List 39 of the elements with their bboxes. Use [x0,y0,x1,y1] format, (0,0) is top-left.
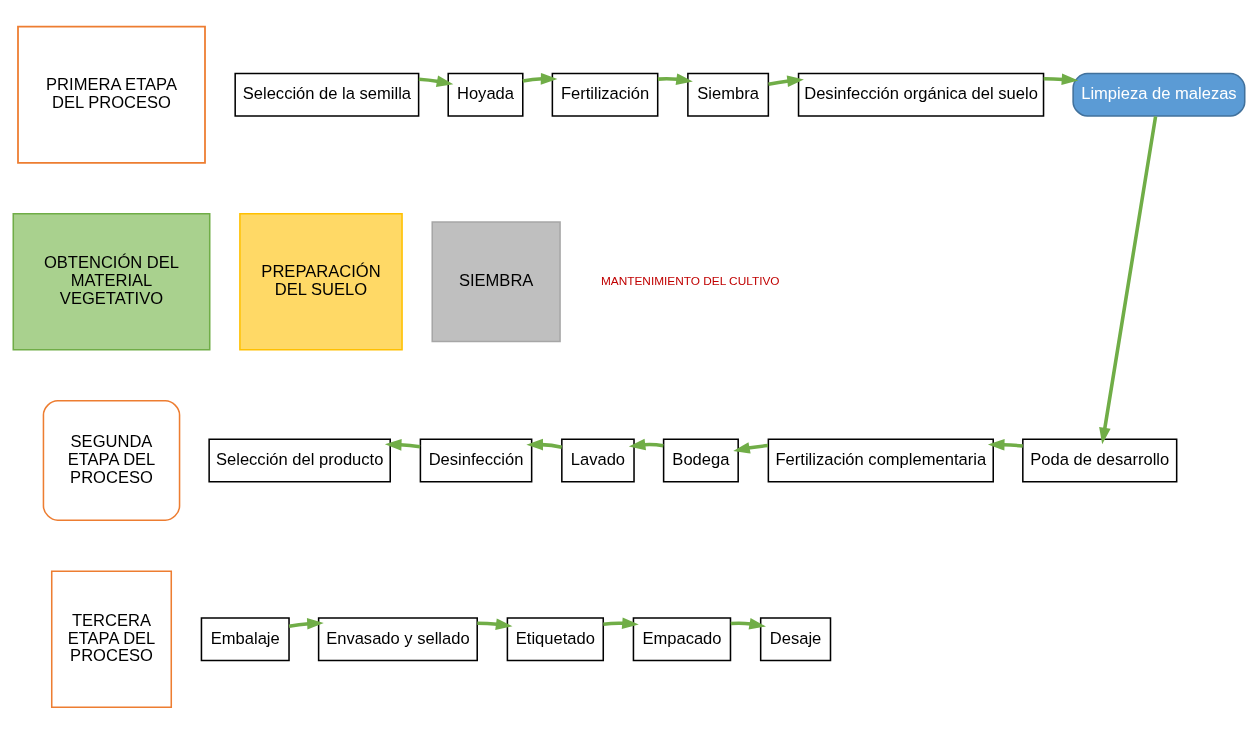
arrow [384,438,421,451]
arrow [603,616,639,629]
node-box: Lavado [561,437,635,483]
node-box: Etiquetado [506,616,605,661]
label: MANTENIMIENTO DEL CULTIVO [600,273,780,288]
arrow [526,438,563,450]
node-box: SEGUNDA ETAPA DEL PROCESO [42,399,181,521]
node-box: Selección del producto [208,437,391,483]
node-box: Fertilización complementaria [767,437,994,483]
node-box: Empacado [632,616,732,661]
arrow [628,438,664,450]
arrow [288,617,324,630]
node-box: Limpieza de malezas [1072,72,1246,117]
arrow [730,617,766,629]
arrow [733,441,769,454]
arrow [1099,115,1158,444]
node-box: Selección de la semilla [234,72,420,117]
node-box: Fertilización [551,72,659,117]
node-box: Desaje [759,616,832,661]
node-box: Hoyada [447,72,524,117]
node-box: Poda de desarrollo [1022,437,1178,483]
arrow [477,617,513,630]
arrow [657,72,693,85]
node-box: PREPARACIÓN DEL SUELO [239,212,403,351]
node-box: Embalaje [200,616,290,661]
node-box: SIEMBRA [431,220,561,342]
node-box: OBTENCIÓN DEL MATERIAL VEGETATIVO [12,212,211,351]
arrow [768,74,804,87]
node-box: Desinfección orgánica del suelo [797,72,1045,117]
node-box: TERCERA ETAPA DEL PROCESO [50,569,173,708]
node-box: Bodega [662,437,739,483]
arrow [987,438,1023,451]
arrow [1043,73,1079,85]
node-box: Siembra [687,72,770,117]
arrow [522,72,558,85]
node-box: Envasado y sellado [317,616,478,661]
arrow [418,74,454,87]
node-box: Desinfección [419,437,533,483]
node-box: PRIMERA ETAPA DEL PROCESO [17,25,206,164]
